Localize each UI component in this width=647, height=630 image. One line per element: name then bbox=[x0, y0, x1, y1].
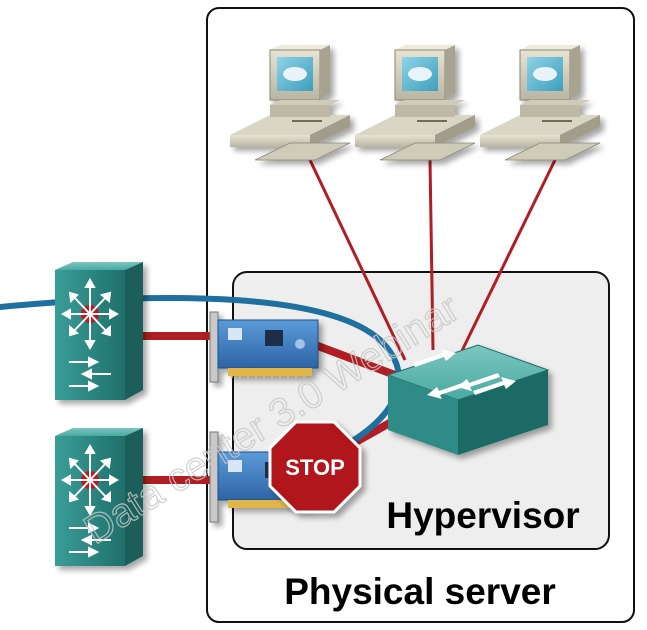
vm-link-3 bbox=[453, 159, 557, 366]
hypervisor-label: Hypervisor bbox=[386, 495, 579, 536]
virtual-switch-icon bbox=[386, 344, 550, 455]
pc-icon bbox=[480, 45, 601, 161]
multilayer-switch-icon bbox=[55, 428, 143, 566]
stop-sign-label: STOP bbox=[285, 455, 345, 480]
uplink-top-nic-vswitch bbox=[306, 339, 399, 379]
pc-icon bbox=[230, 45, 351, 161]
multilayer-switch-icon bbox=[55, 262, 143, 400]
vm-link-2 bbox=[428, 159, 435, 351]
vm-link-1 bbox=[308, 159, 407, 361]
nic-card-icon bbox=[209, 311, 319, 383]
stop-sign-icon: STOP bbox=[268, 420, 362, 514]
pc-icon bbox=[355, 45, 476, 161]
physical-server-label: Physical server bbox=[284, 571, 556, 612]
vm-links bbox=[308, 159, 557, 366]
